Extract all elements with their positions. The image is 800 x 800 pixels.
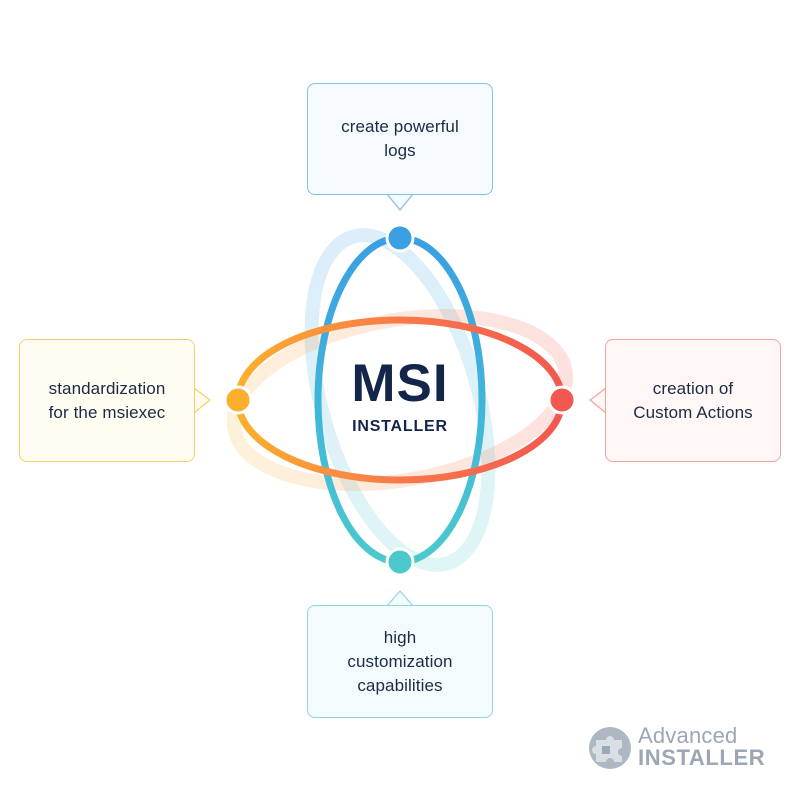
callout-left-text: standardization for the msiexec [48, 378, 166, 422]
logo-text-installer: INSTALLER [638, 745, 766, 770]
faint-vertical-orbit [304, 228, 496, 572]
center-title: MSI [351, 354, 449, 413]
callout-bottom: high customization capabilities [307, 605, 493, 718]
callout-top-text: create powerful logs [341, 117, 459, 160]
puzzle-logo-icon [589, 727, 631, 769]
right-bubble-pointer [589, 386, 607, 415]
logo-text-advanced: Advanced [638, 723, 738, 748]
left-bubble-pointer [193, 386, 211, 415]
center-subtitle: INSTALLER [352, 418, 448, 435]
callout-bottom-text: high customization capabilities [347, 627, 453, 695]
bottom-node [385, 547, 415, 577]
bottom-bubble-pointer [385, 590, 415, 607]
right-node [547, 385, 577, 415]
left-node [223, 385, 253, 415]
callout-left: standardization for the msiexec [19, 339, 195, 462]
top-bubble-pointer [385, 193, 415, 211]
advanced-installer-logo: Advanced INSTALLER [588, 722, 778, 774]
callout-right-text: creation of Custom Actions [633, 378, 753, 422]
callout-top: create powerful logs [307, 83, 493, 195]
callout-right: creation of Custom Actions [605, 339, 781, 462]
top-node [385, 223, 415, 253]
